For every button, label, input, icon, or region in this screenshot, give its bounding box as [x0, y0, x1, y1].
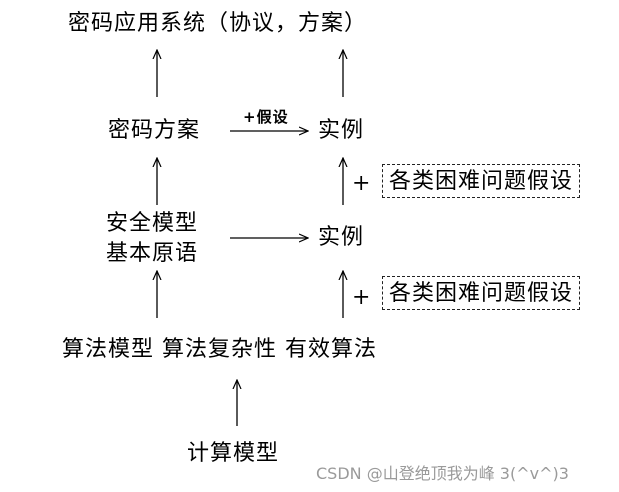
node-basic-primitives: 基本原语: [106, 241, 199, 266]
node-security-model: 安全模型: [106, 211, 199, 236]
node-computation-model: 计算模型: [187, 441, 280, 466]
plus-sign-1: +: [352, 171, 372, 196]
node-instance-1: 实例: [318, 118, 365, 143]
edge-label-plus-assumption: +假设: [243, 108, 289, 126]
assumption-box-2: 各类困难问题假设: [382, 276, 581, 310]
plus-sign-2: +: [352, 285, 372, 310]
node-algorithms-complexity: 算法模型 算法复杂性 有效算法: [62, 337, 377, 362]
node-crypto-scheme: 密码方案: [108, 118, 201, 143]
node-instance-2: 实例: [318, 225, 365, 250]
node-crypto-application-system: 密码应用系统（协议，方案）: [68, 11, 368, 36]
assumption-box-1: 各类困难问题假设: [382, 164, 581, 198]
csdn-watermark: CSDN @山登绝顶我为峰 3(^v^)3: [316, 464, 569, 483]
